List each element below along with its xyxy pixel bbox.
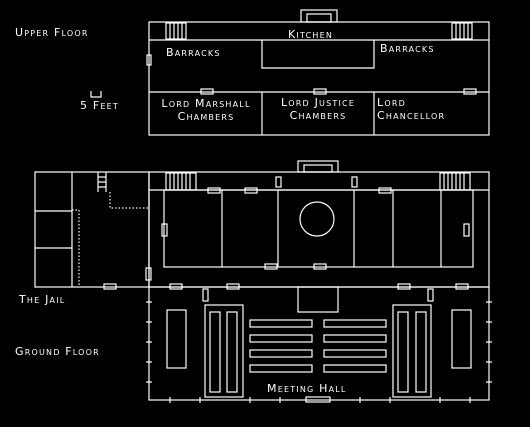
lord-chancellor-label: Lord Chancellor: [377, 96, 445, 122]
scale-bar: [90, 91, 102, 98]
scale-label: 5 Feet: [80, 99, 120, 112]
hall-door-west: [202, 288, 209, 302]
hall-pillar-block: [297, 286, 339, 313]
upper-floor-label: Upper Floor: [15, 26, 89, 39]
ground-left-stairs: [165, 172, 197, 191]
door-4: [351, 176, 358, 188]
lord-justice-chambers-label: Lord Justice Chambers: [262, 96, 374, 122]
upper-chimney: [300, 9, 338, 23]
ground-chambers-outline: [148, 171, 490, 288]
upper-door-marshall: [200, 88, 214, 95]
door-2: [244, 187, 258, 194]
inner-room-block: [163, 189, 474, 268]
hall-door-east: [427, 288, 434, 302]
upper-door-west: [146, 54, 152, 66]
hall-benches-left: [249, 319, 313, 373]
hall-table-left: [166, 309, 187, 369]
ground-chimney-inner: [303, 164, 333, 173]
door-5: [378, 187, 392, 194]
jail-outline: [34, 171, 150, 288]
door-7: [463, 223, 470, 237]
lord-marshall-line-2: Chambers: [177, 110, 235, 123]
hall-main-door: [305, 396, 331, 403]
hall-booth-right: [392, 304, 432, 398]
door-6: [161, 223, 168, 237]
upper-chimney-inner: [306, 13, 332, 23]
upper-right-stairs: [451, 22, 473, 40]
jail-door: [103, 283, 117, 290]
hall-wall-ticks: [146, 301, 492, 403]
jail-dotted-wall-left: [72, 209, 80, 287]
lord-marshall-chambers-label: Lord Marshall Chambers: [150, 97, 262, 123]
barracks-left-label: Barracks: [166, 46, 221, 59]
jail-ladder: [97, 172, 107, 192]
door-3: [275, 176, 282, 188]
upper-floor-plan: [146, 9, 490, 136]
upper-left-stairs: [165, 22, 187, 40]
lord-chancellor-line-1: Lord: [377, 96, 406, 109]
lord-justice-line-1: Lord Justice: [280, 96, 356, 109]
jail-label: The Jail: [19, 293, 66, 306]
upper-door-chancellor: [463, 88, 477, 95]
door-8: [264, 263, 278, 270]
ground-floor-plan: [34, 160, 492, 403]
upper-door-justice: [313, 88, 327, 95]
lord-chancellor-line-2: Chancellor: [377, 109, 446, 122]
door-1: [207, 187, 221, 194]
ground-right-stairs: [439, 172, 471, 191]
ground-floor-label: Ground Floor: [15, 345, 100, 358]
round-table: [299, 201, 335, 237]
barracks-right-label: Barracks: [380, 42, 435, 55]
kitchen-label: Kitchen: [288, 28, 334, 41]
hall-table-right: [451, 309, 472, 369]
lord-justice-line-2: Chambers: [289, 109, 347, 122]
kitchen-wall: [261, 40, 375, 69]
meeting-hall-label: Meeting Hall: [267, 382, 347, 395]
hall-benches-right: [323, 319, 387, 373]
lord-marshall-line-1: Lord Marshall: [161, 97, 251, 110]
hall-booth-left: [204, 304, 244, 398]
door-9: [313, 263, 327, 270]
jail-dotted-wall-right: [109, 192, 149, 209]
door-10: [145, 267, 152, 281]
